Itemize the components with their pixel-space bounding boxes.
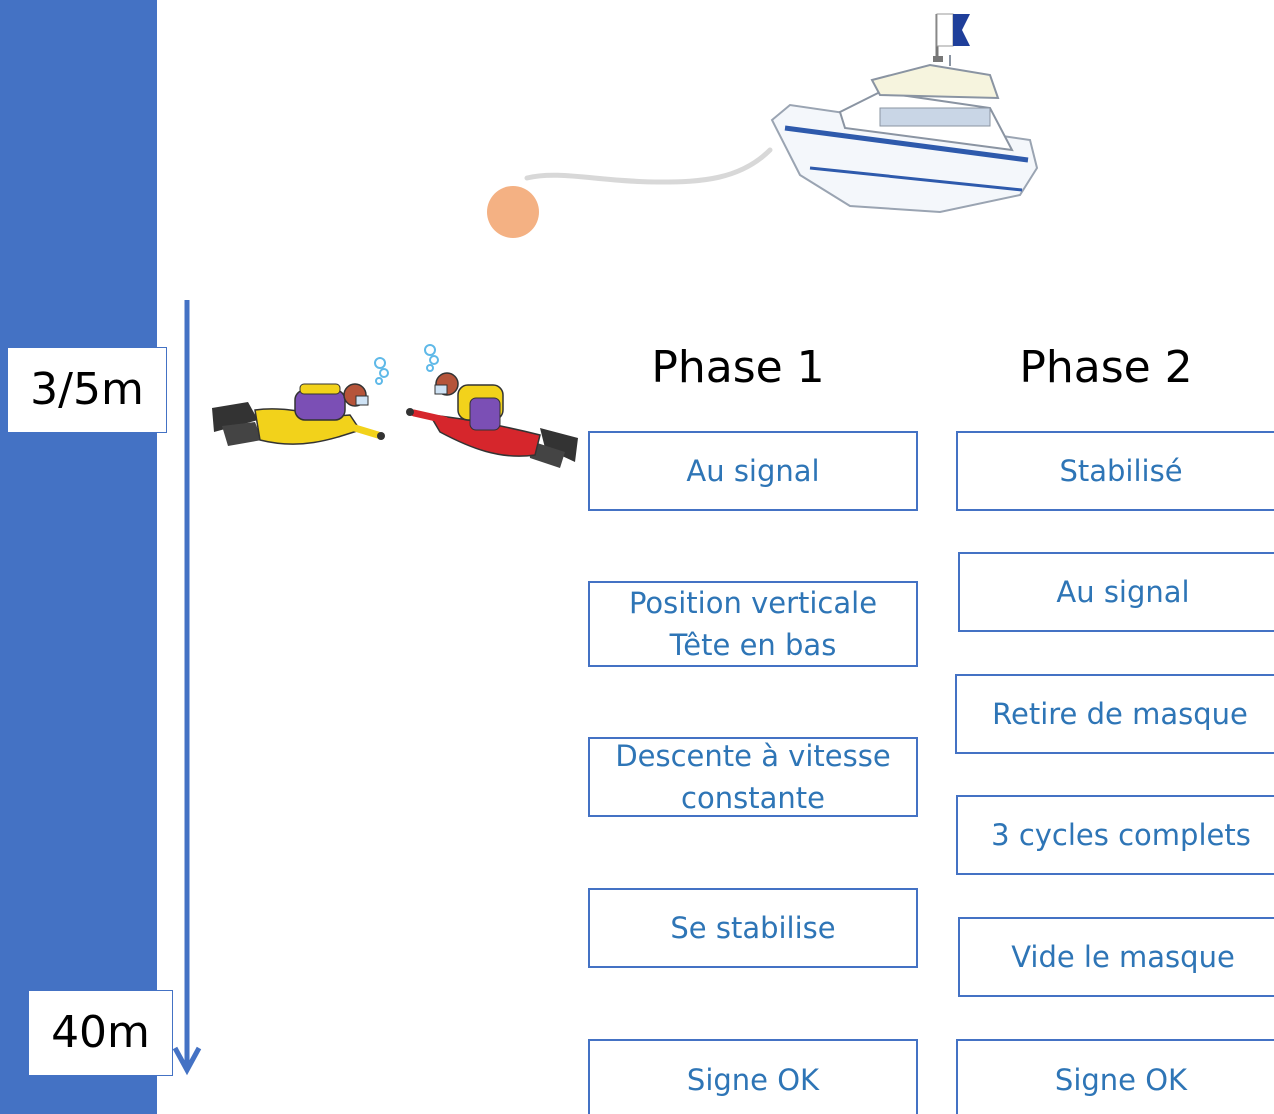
depth-label-bottom: 40m: [28, 990, 173, 1076]
step-text: Signe OK: [686, 1063, 820, 1097]
step-text: Stabilisé: [1059, 454, 1183, 488]
phase-1-step: Descente à vitesse constante: [588, 737, 918, 817]
step-text: Retire de masque: [992, 697, 1248, 731]
diver-yellow-icon: [212, 357, 389, 446]
step-text: 3 cycles complets: [991, 818, 1251, 852]
phase-1-step: Au signal: [588, 431, 918, 511]
step-text: Position verticale: [628, 586, 878, 620]
boat-icon: [770, 55, 1039, 214]
depth-label-top: 3/5m: [7, 347, 167, 433]
mooring-line: [524, 147, 773, 185]
phase-2-step: Vide le masque: [958, 917, 1274, 997]
phase-2-step: 3 cycles complets: [956, 795, 1274, 875]
diver-red-icon: [406, 344, 578, 468]
phase-2-step: Stabilisé: [956, 431, 1274, 511]
phase-1-step: Signe OK: [588, 1039, 918, 1114]
step-text: Au signal: [686, 454, 820, 488]
step-text: constante: [681, 781, 825, 815]
phase-1-step: Position verticale Tête en bas: [588, 581, 918, 667]
step-text: Se stabilise: [670, 911, 836, 945]
phase-2-title: Phase 2: [1019, 342, 1193, 393]
step-text: Tête en bas: [669, 628, 837, 662]
water-depth-bar: [0, 0, 157, 1114]
step-text: Signe OK: [1054, 1063, 1188, 1097]
step-text: Vide le masque: [1011, 940, 1235, 974]
phase-2-step: Au signal: [958, 552, 1274, 632]
depth-arrow-icon: [172, 300, 202, 1076]
phase-2-step: Retire de masque: [955, 674, 1274, 754]
phase-1-step: Se stabilise: [588, 888, 918, 968]
step-text: Descente à vitesse: [615, 739, 891, 773]
step-text: Au signal: [1056, 575, 1190, 609]
phase-2-step: Signe OK: [956, 1039, 1274, 1114]
dive-flag-icon: [933, 13, 970, 62]
phase-1-title: Phase 1: [651, 342, 825, 393]
buoy-icon: [487, 186, 539, 238]
